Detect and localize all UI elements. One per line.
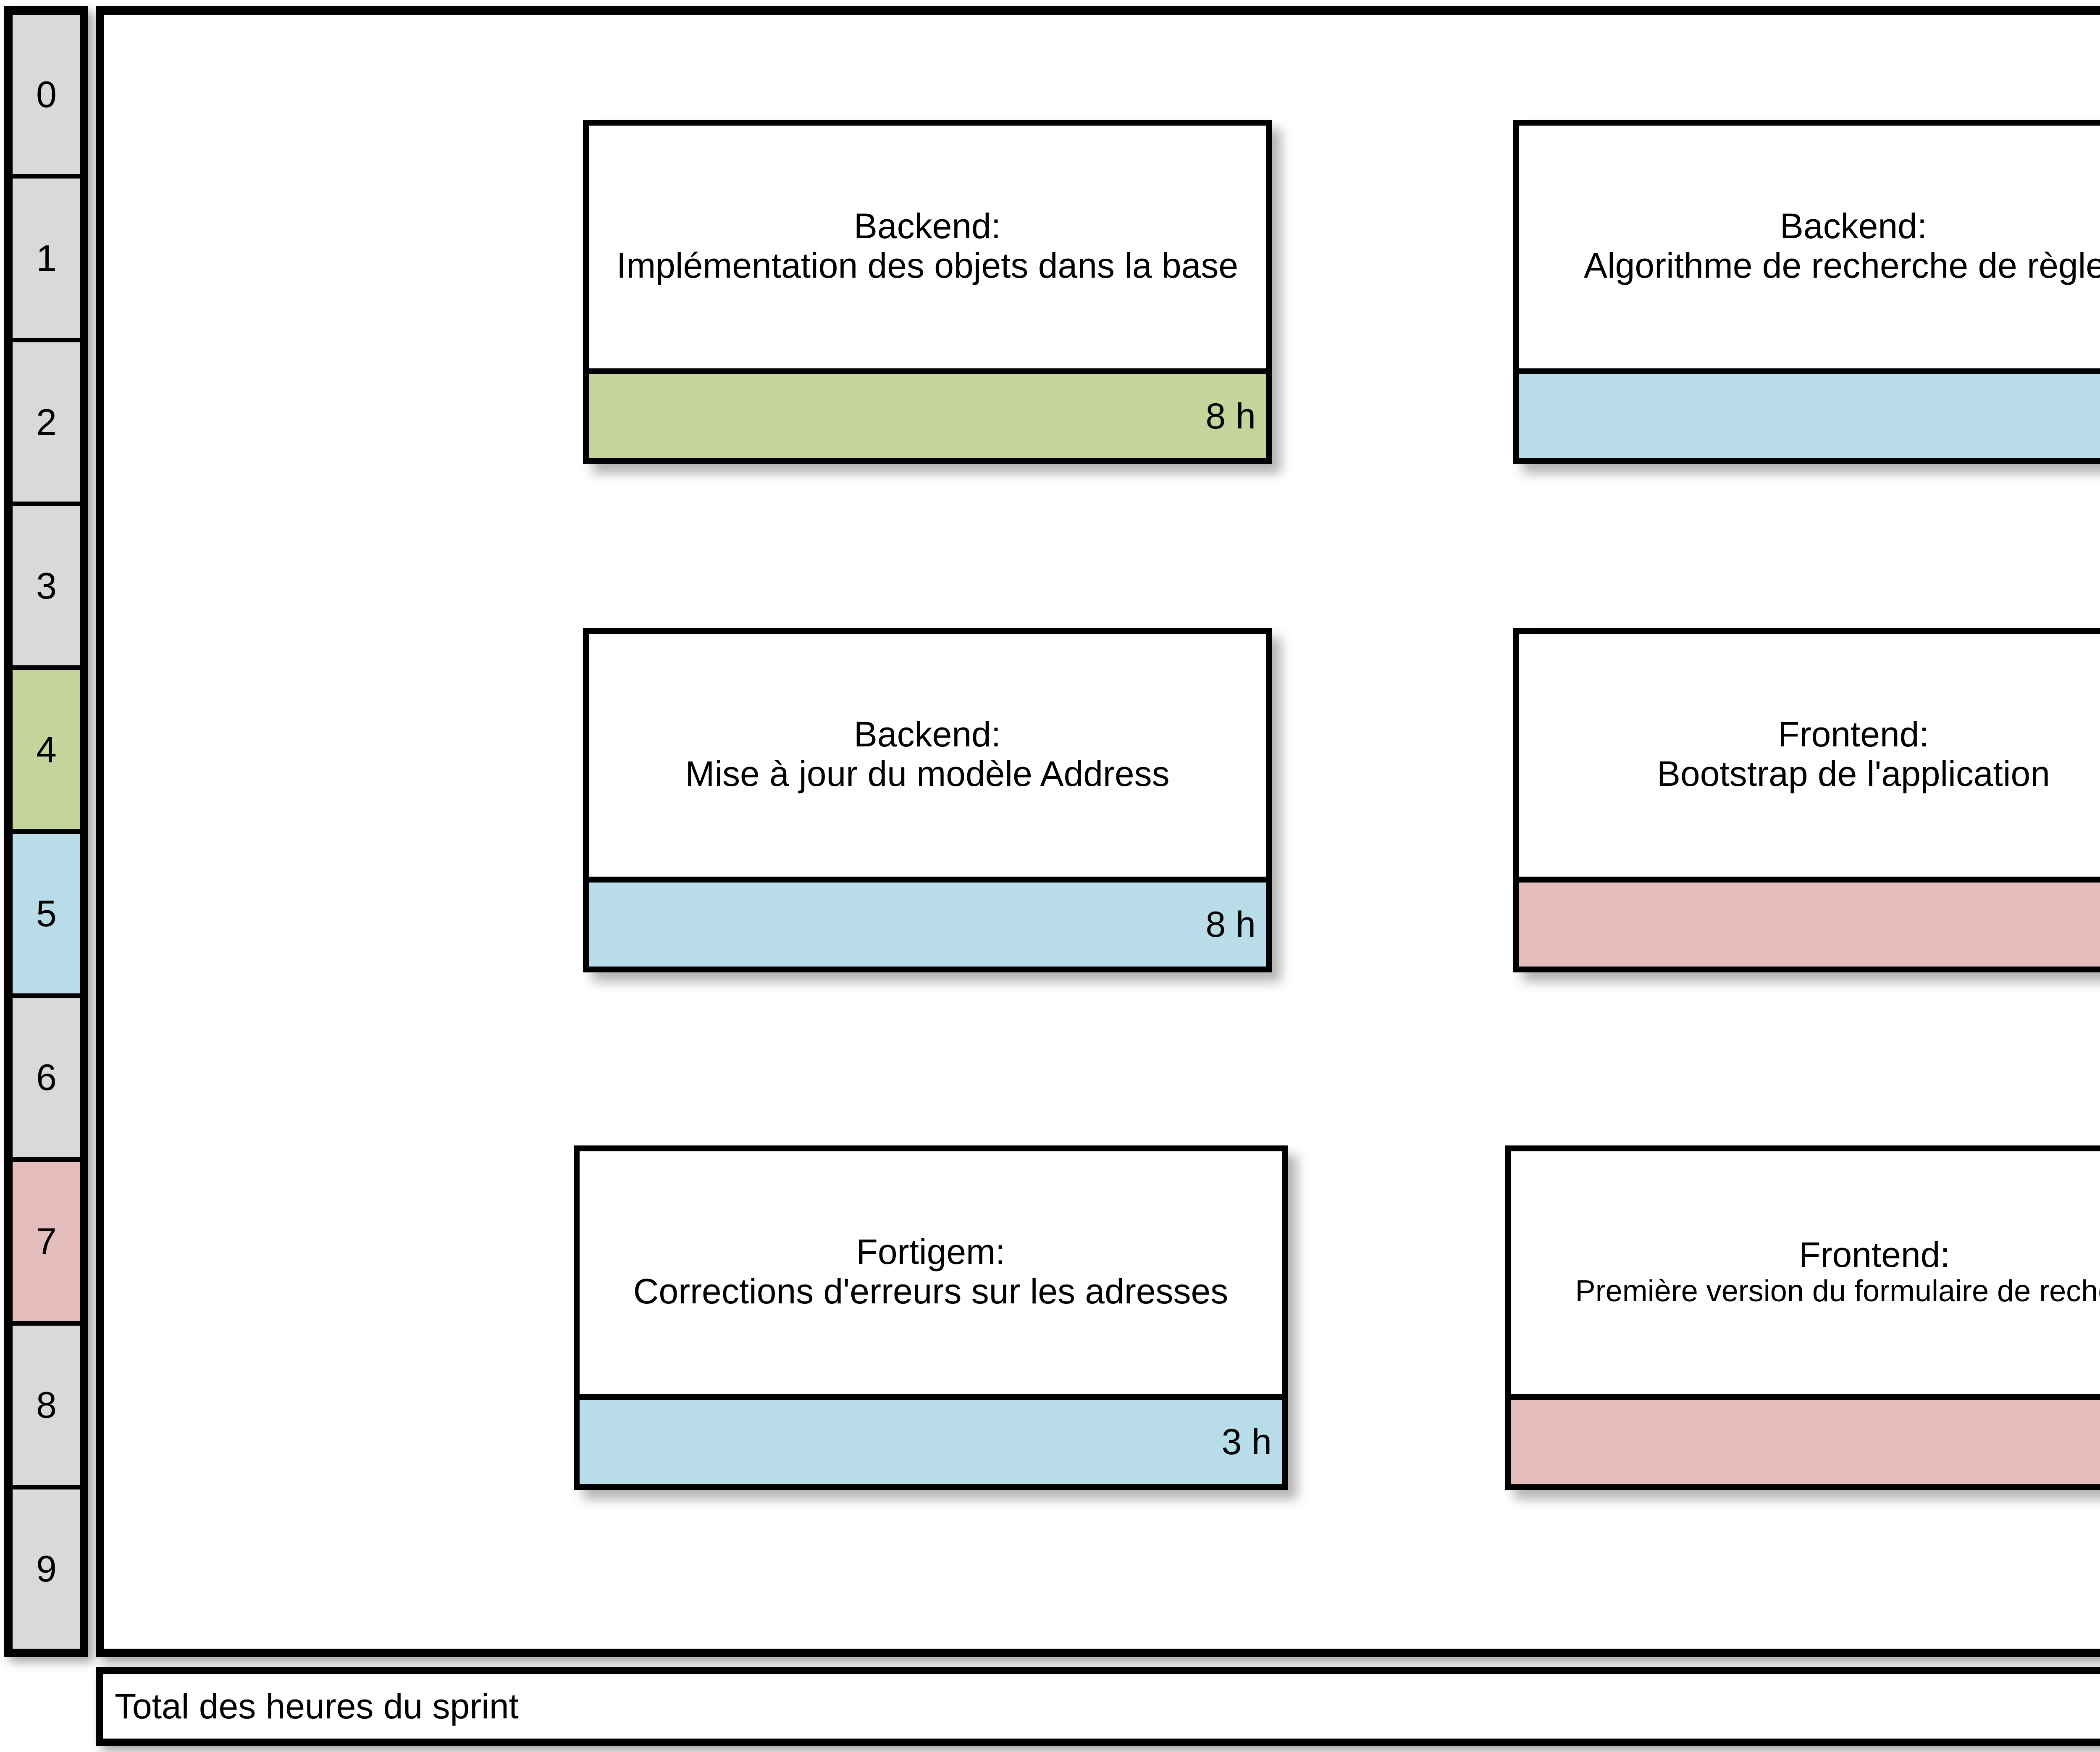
task-card-description: Implémentation des objets dans la base (616, 246, 1239, 285)
task-card-category: Frontend: (1778, 714, 1929, 754)
task-card-description: Bootstrap de l'application (1657, 754, 2050, 793)
task-card-body: Backend:Mise à jour du modèle Address (589, 634, 1266, 877)
ruler-day-0[interactable]: 0 (13, 15, 80, 179)
ruler-day-label: 6 (36, 1056, 57, 1098)
task-card-description: Première version du formulaire de recher… (1575, 1274, 2100, 1308)
ruler-day-label: 7 (36, 1220, 57, 1262)
task-card-category: Frontend: (1799, 1235, 1950, 1274)
card-backend-implementation-objets[interactable]: Backend:Implémentation des objets dans l… (583, 120, 1272, 464)
task-card-estimate: 8 h (589, 368, 1266, 458)
task-card-category: Backend: (853, 206, 1001, 246)
card-fortigem-corrections-erreurs[interactable]: Fortigem:Corrections d'erreurs sur les a… (574, 1145, 1288, 1490)
task-card-body: Frontend:Bootstrap de l'application (1519, 634, 2100, 877)
sprint-total-label: Total des heures du sprint (115, 1686, 519, 1726)
ruler-day-2[interactable]: 2 (13, 342, 80, 507)
task-card-container: Backend:Implémentation des objets dans l… (104, 15, 2100, 1649)
ruler-day-label: 0 (36, 73, 57, 115)
ruler-day-label: 9 (36, 1548, 57, 1590)
ruler-day-label: 3 (36, 565, 57, 607)
day-ruler: 0 1 2 3 4 5 6 7 8 9 (4, 6, 88, 1657)
task-card-body: Fortigem:Corrections d'erreurs sur les a… (580, 1151, 1282, 1394)
task-card-estimate: 8 h (1519, 877, 2100, 967)
ruler-day-4[interactable]: 4 (13, 670, 80, 834)
ruler-day-label: 8 (36, 1384, 57, 1426)
task-card-category: Fortigem: (856, 1232, 1005, 1271)
task-card-body: Backend:Algorithme de recherche de règle… (1519, 126, 2100, 368)
sprint-total-row: Total des heures du sprint 75 (96, 1667, 2100, 1746)
ruler-day-label: 4 (36, 728, 57, 770)
ruler-day-9[interactable]: 9 (13, 1489, 80, 1649)
task-card-body: Frontend:Première version du formulaire … (1511, 1151, 2100, 1394)
card-frontend-premiere-version-formulaire[interactable]: Frontend:Première version du formulaire … (1505, 1145, 2100, 1490)
ruler-day-label: 2 (36, 401, 57, 443)
ruler-day-label: 1 (36, 237, 57, 279)
task-card-category: Backend: (853, 714, 1001, 754)
task-card-description: Corrections d'erreurs sur les adresses (633, 1271, 1228, 1311)
task-card-estimate: 8 h (589, 877, 1266, 967)
task-card-estimate: 32 h (1519, 368, 2100, 458)
card-frontend-bootstrap[interactable]: Frontend:Bootstrap de l'application8 h (1513, 628, 2100, 972)
task-card-estimate: 16 h (1511, 1394, 2100, 1484)
ruler-day-7[interactable]: 7 (13, 1161, 80, 1326)
task-card-description: Algorithme de recherche de règles (1583, 246, 2100, 285)
task-card-hours-label: 8 h (1205, 396, 1256, 436)
task-card-description: Mise à jour du modèle Address (685, 754, 1170, 793)
ruler-day-1[interactable]: 1 (13, 179, 80, 343)
ruler-day-6[interactable]: 6 (13, 998, 80, 1162)
card-backend-algorithme-recherche[interactable]: Backend:Algorithme de recherche de règle… (1513, 120, 2100, 464)
ruler-day-8[interactable]: 8 (13, 1325, 80, 1489)
task-card-estimate: 3 h (580, 1394, 1282, 1484)
ruler-day-3[interactable]: 3 (13, 506, 80, 670)
sprint-board-panel: Backend:Implémentation des objets dans l… (96, 6, 2100, 1657)
task-card-category: Backend: (1780, 206, 1927, 246)
ruler-day-label: 5 (36, 893, 57, 935)
task-card-hours-label: 8 h (1205, 904, 1256, 945)
task-card-body: Backend:Implémentation des objets dans l… (589, 126, 1266, 368)
card-backend-mise-a-jour-modele[interactable]: Backend:Mise à jour du modèle Address 8 h (583, 628, 1272, 972)
task-card-hours-label: 3 h (1221, 1421, 1272, 1462)
ruler-day-5[interactable]: 5 (13, 834, 80, 998)
